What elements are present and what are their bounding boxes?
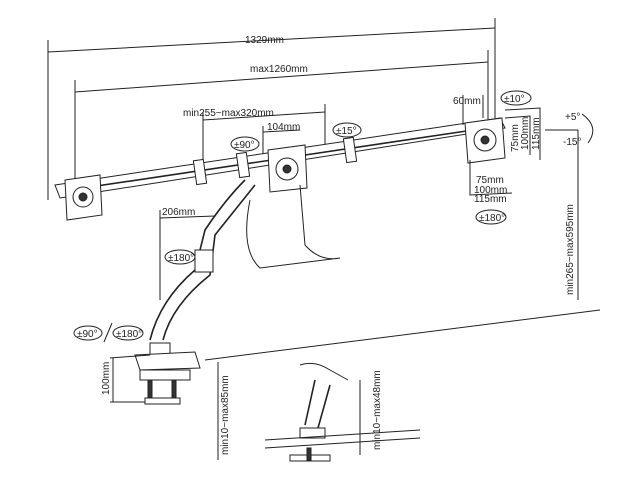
label-vesa-h-115: 115mm bbox=[474, 194, 507, 205]
vesa-plate-left bbox=[64, 174, 103, 221]
label-vesa-h-100: 100mm bbox=[474, 185, 507, 196]
label-side-offset: 60mm bbox=[453, 96, 481, 107]
label-arm-offset: 104mm bbox=[267, 122, 300, 133]
label-base-rotation: ±180° bbox=[116, 329, 142, 340]
label-vesa-v-100: 100mm bbox=[520, 117, 531, 150]
angle-badges: ±90° ±15° ±10° +5° -15° ±180° ±180° ±90°… bbox=[73, 90, 594, 343]
height-dimension: min265~max595mm bbox=[204, 129, 601, 361]
label-vesa-h-75: 75mm bbox=[476, 175, 504, 186]
arm-reach-dimension: 206mm bbox=[159, 207, 216, 300]
label-middle-swivel: ±90° bbox=[234, 140, 255, 151]
label-right-swivel: ±10° bbox=[504, 94, 525, 105]
dimension-max-width: max1260mm bbox=[74, 50, 489, 185]
vesa-plate-right bbox=[464, 117, 506, 164]
gas-spring-arm bbox=[149, 179, 341, 341]
label-height-range: min265~max595mm bbox=[565, 204, 576, 295]
label-pole-spacing: min255~max320mm bbox=[183, 108, 274, 119]
vesa-dimensions: 60mm 75mm 100mm 115mm 75mm 100mm 115mm bbox=[453, 95, 542, 205]
label-clamp-range: min10~max85mm bbox=[220, 375, 231, 455]
label-grommet-range: min10~max48mm bbox=[372, 370, 383, 450]
label-tilt-up: +5° bbox=[565, 112, 580, 123]
label-vesa-v-75: 75mm bbox=[510, 124, 521, 152]
label-tilt-down: -15° bbox=[563, 137, 581, 148]
dimension-total-width: 1329mm bbox=[47, 18, 496, 200]
label-max-width: max1260mm bbox=[250, 64, 308, 75]
label-arm-rotation: ±180° bbox=[168, 253, 194, 264]
label-rotation: ±180° bbox=[479, 213, 505, 224]
desk-clamp: 100mm min10~max85mm bbox=[101, 342, 231, 460]
vesa-plate-middle bbox=[267, 144, 308, 193]
label-total-width: 1329mm bbox=[245, 35, 284, 46]
grommet-mount-detail: min10~max48mm bbox=[264, 362, 421, 462]
label-arm-reach: 206mm bbox=[162, 207, 195, 218]
label-base-swivel: ±90° bbox=[77, 329, 98, 340]
label-crossbar-tilt: ±15° bbox=[336, 126, 357, 137]
label-clamp-height: 100mm bbox=[101, 362, 112, 395]
label-vesa-v-115: 115mm bbox=[531, 117, 542, 150]
